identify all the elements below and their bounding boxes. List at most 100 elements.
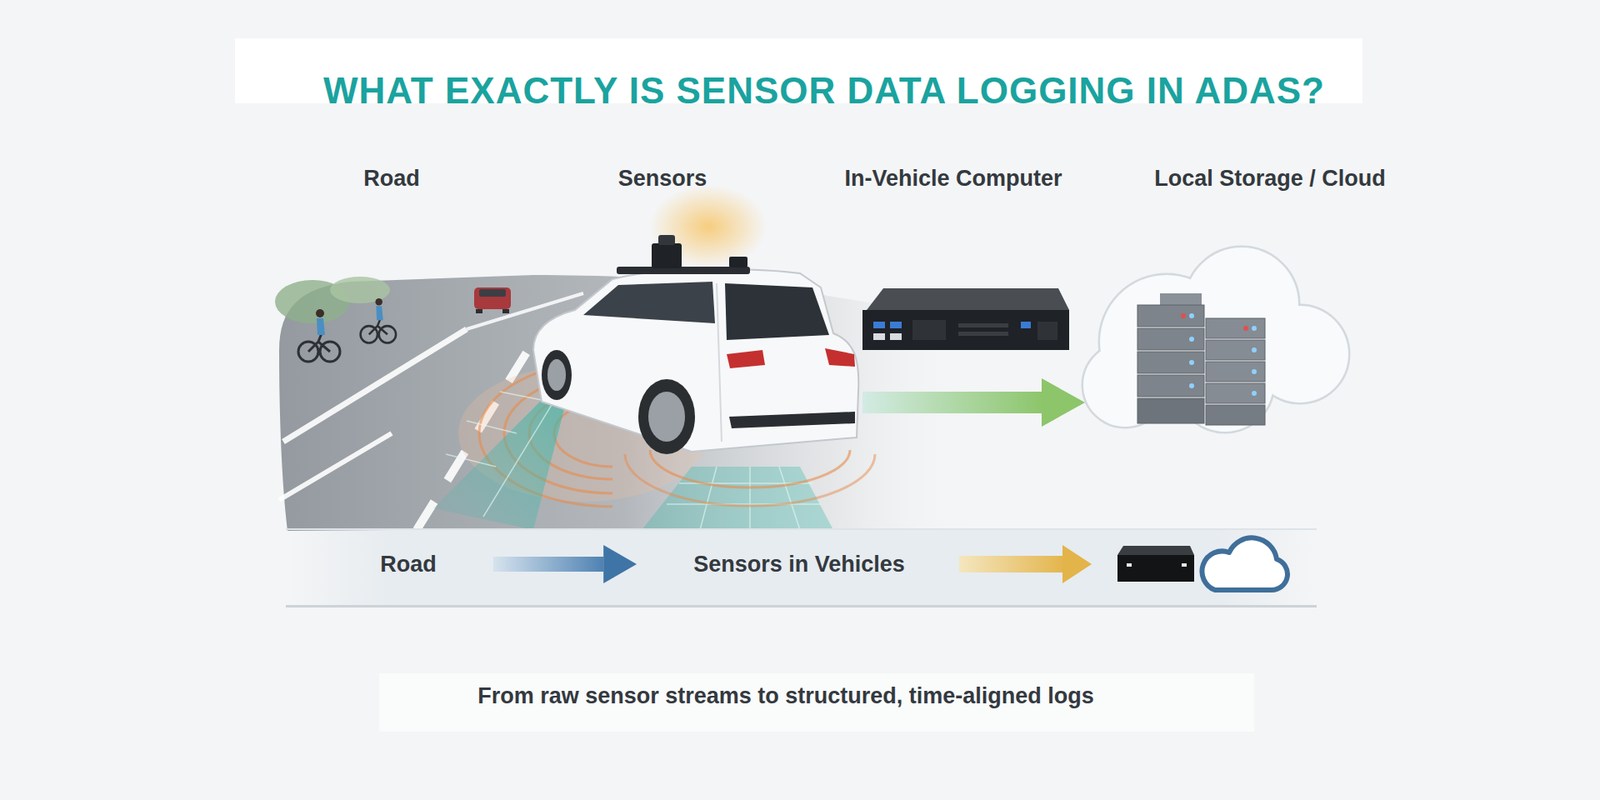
- ego-car-part: [616, 266, 750, 275]
- ego-car-part: [547, 359, 566, 391]
- distant-car: [474, 287, 511, 314]
- cloud-storage-part-part: [1251, 325, 1257, 331]
- computer-icon-part: [1117, 555, 1195, 582]
- column-label: Sensors: [618, 165, 708, 192]
- in-vehicle-computer-part: [1037, 321, 1058, 340]
- computer-icon: [1117, 545, 1195, 582]
- ego-car-part: [651, 243, 682, 269]
- caption-panel: [379, 673, 1255, 732]
- sensor-fields-part: [650, 185, 767, 269]
- ego-car-part: [638, 379, 695, 455]
- flow-band-part: [285, 605, 1317, 608]
- upload-arrow-part: [1041, 378, 1085, 427]
- cyclist-part: [316, 318, 325, 335]
- cloud-storage-part: [1137, 398, 1205, 424]
- upload-arrow: [862, 378, 1085, 427]
- ego-car-part: [533, 269, 859, 452]
- cloud-storage-part-part: [1243, 325, 1249, 331]
- in-vehicle-computer-part: [866, 288, 1070, 310]
- ego-car-part: [726, 350, 765, 369]
- flow-band-part: [285, 528, 1317, 530]
- road-scene-part: [283, 329, 467, 442]
- cyclist: [360, 298, 397, 344]
- cyclist: [298, 309, 340, 362]
- cloud-storage-part: [1205, 361, 1265, 382]
- cloud-storage-part-part: [1251, 369, 1257, 375]
- computer-icon-part: [1181, 563, 1187, 567]
- cloud-storage-part-part: [1189, 336, 1195, 342]
- cloud-storage: [1083, 247, 1349, 432]
- distant-car-part: [475, 309, 483, 314]
- column-label: In-Vehicle Computer: [844, 165, 1062, 192]
- distant-car-part: [479, 289, 506, 297]
- cloud-storage-part-part: [1189, 313, 1195, 319]
- ego-car: [533, 235, 859, 455]
- cloud-storage-part: [1189, 313, 1257, 396]
- cyclist-part: [308, 333, 330, 352]
- cloud-storage-part: [1180, 313, 1249, 331]
- column-label: Local Storage / Cloud: [1154, 165, 1386, 192]
- cloud-storage-part-part: [1180, 313, 1186, 319]
- ego-car-part: [729, 411, 855, 429]
- step-text: Road: [380, 551, 437, 578]
- ego-car-part: [729, 256, 748, 268]
- cloud-storage-part: [1083, 247, 1349, 432]
- cloud-storage-part: [1137, 328, 1205, 350]
- flow-band-part: [285, 530, 1317, 605]
- cloud-storage-part: [1205, 318, 1265, 339]
- in-vehicle-computer: [862, 288, 1070, 350]
- cloud-storage-part: [1205, 383, 1265, 404]
- cloud-storage-part: [1083, 247, 1349, 432]
- sensor-fields-part: [641, 466, 834, 530]
- road-scene-part: [279, 433, 392, 500]
- computer-icon-part: [1126, 563, 1132, 567]
- distant-car-part: [502, 309, 510, 314]
- cloud-storage-part: [1137, 351, 1205, 374]
- in-vehicle-computer-part: [958, 323, 1009, 328]
- band-arrow-part: [1062, 545, 1092, 584]
- in-vehicle-computer-part: [890, 333, 902, 340]
- step-text: Sensors in Vehicles: [693, 551, 905, 578]
- ego-car-part: [541, 350, 572, 400]
- cloud-storage-part-part: [1251, 347, 1257, 353]
- in-vehicle-computer-part: [862, 310, 1070, 350]
- distant-car-part: [474, 287, 511, 310]
- caption: From raw sensor streams to structured, t…: [477, 683, 1095, 710]
- cyclist-part: [375, 298, 383, 306]
- cloud-storage-part: [1205, 405, 1265, 425]
- cyclist-part: [369, 319, 388, 335]
- cyclist-part: [315, 309, 325, 318]
- flow-step: Road: [373, 548, 444, 581]
- flow-arrow: [493, 556, 604, 572]
- ego-car-part: [825, 348, 855, 367]
- cloud-storage-part: [1205, 340, 1265, 360]
- upload-arrow-part: [862, 391, 1045, 414]
- title: WHAT EXACTLY IS SENSOR DATA LOGGING IN A…: [323, 70, 1325, 112]
- sensor-fields-part: [625, 454, 875, 506]
- ego-car-part: [725, 283, 830, 340]
- ego-car-part: [716, 283, 722, 442]
- cloud-storage-part-part: [1189, 383, 1195, 389]
- cloud-storage-part: [1137, 375, 1205, 397]
- in-vehicle-computer-part: [958, 331, 1009, 336]
- cloud-icon: [1201, 537, 1288, 590]
- in-vehicle-computer-part: [873, 333, 885, 340]
- in-vehicle-computer-part: [890, 321, 902, 329]
- flow-step: Sensors in Vehicles: [686, 548, 912, 581]
- cyclist-part: [375, 305, 384, 320]
- cloud-storage-part-part: [1251, 390, 1257, 396]
- flow-band: [285, 528, 1317, 608]
- sensor-fields-part: [650, 450, 850, 488]
- in-vehicle-computer-part: [1020, 321, 1031, 329]
- cloud-storage-part: [1160, 293, 1202, 305]
- band-arrow-part: [959, 555, 1066, 573]
- computer-icon-part: [1117, 545, 1195, 555]
- sensor-fields: [433, 185, 875, 530]
- in-vehicle-computer-part: [912, 320, 946, 340]
- ego-car-part: [648, 391, 685, 442]
- cloud-storage-part: [1137, 305, 1205, 327]
- band-arrow: [959, 545, 1092, 584]
